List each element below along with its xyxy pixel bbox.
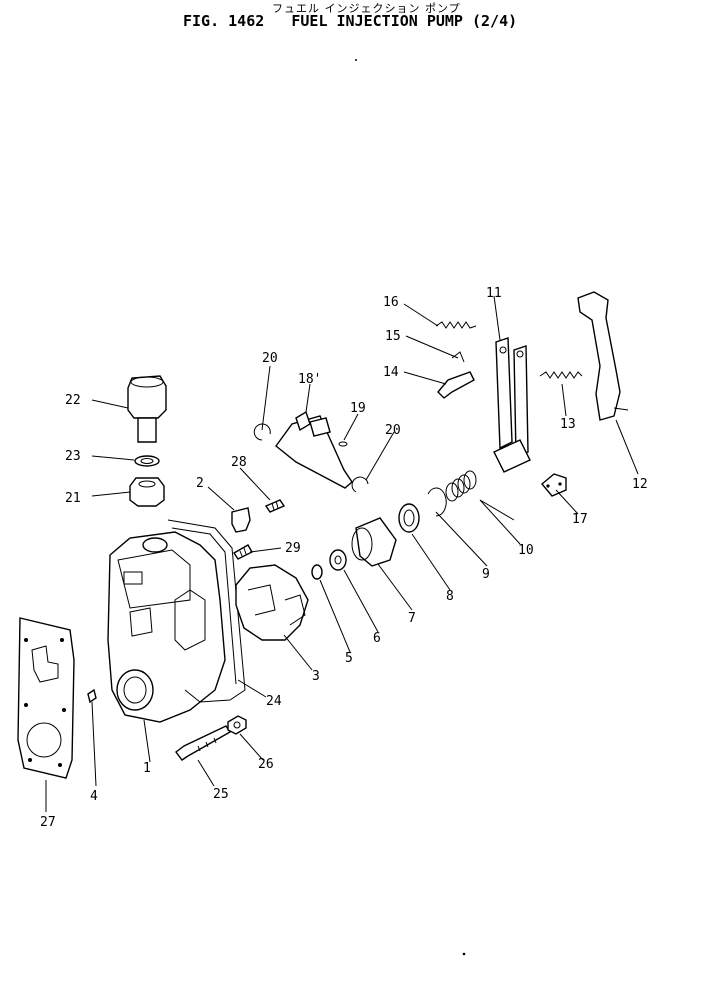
spring-13 (539, 371, 583, 379)
callout-22: 22 (65, 393, 81, 408)
lever-12 (577, 291, 629, 421)
callout-20-left: 20 (262, 351, 278, 366)
spring-16 (435, 321, 477, 329)
callout-12: 12 (632, 477, 648, 492)
washer-5 (311, 564, 323, 580)
callout-11: 11 (486, 286, 502, 301)
link-14 (437, 371, 475, 399)
scan-speck (462, 952, 466, 956)
leader-lines (45, 295, 639, 812)
callout-29: 29 (285, 541, 301, 556)
plate-17 (541, 473, 567, 497)
pin-4 (87, 688, 97, 704)
callout-9: 9 (482, 567, 490, 582)
lever-11 (493, 337, 531, 473)
washer-23 (134, 455, 160, 467)
figure-title: FIG. 1462 FUEL INJECTION PUMP (2/4) (183, 12, 518, 30)
snap-ring-20-left (253, 423, 271, 441)
callout-6: 6 (373, 631, 381, 646)
gasket-plate-27 (17, 617, 75, 779)
callout-5: 5 (345, 651, 353, 666)
bolt-25 (175, 725, 231, 761)
governor-weight-3 (235, 564, 309, 641)
callout-13: 13 (560, 417, 576, 432)
screw-29 (233, 544, 253, 560)
screw-28 (264, 499, 286, 513)
scan-speck (355, 59, 357, 61)
figure-subtitle-japanese: フュエル インジェクション ポンプ (272, 2, 461, 15)
bearing-8 (398, 503, 420, 533)
callout-18: 18' (298, 372, 321, 387)
adapter-21 (129, 477, 165, 507)
callout-20-right: 20 (385, 423, 401, 438)
pump-housing-1 (107, 531, 226, 723)
callout-23: 23 (65, 449, 81, 464)
callout-10: 10 (518, 543, 534, 558)
sleeve-7 (351, 517, 397, 567)
pin-19 (338, 441, 348, 447)
callout-7: 7 (408, 611, 416, 626)
shaft-18 (275, 410, 353, 489)
callout-14: 14 (383, 365, 399, 380)
callout-28: 28 (231, 455, 247, 470)
callout-15: 15 (385, 329, 401, 344)
bracket-2 (231, 507, 251, 533)
callout-3: 3 (312, 669, 320, 684)
callout-2: 2 (196, 476, 204, 491)
callout-26: 26 (258, 757, 274, 772)
callout-17: 17 (572, 512, 588, 527)
callout-25: 25 (213, 787, 229, 802)
callout-24: 24 (266, 694, 282, 709)
pin-15 (451, 351, 465, 363)
callout-8: 8 (446, 589, 454, 604)
figure-title-block: フュエル インジェクション ポンプ FIG. 1462 FUEL INJECTI… (0, 0, 704, 40)
callout-4: 4 (90, 789, 98, 804)
callout-16: 16 (383, 295, 399, 310)
snap-ring-9 (427, 487, 447, 517)
nut-6 (329, 549, 347, 571)
nut-26 (227, 715, 247, 735)
callout-1: 1 (143, 761, 151, 776)
cap-22 (127, 375, 167, 443)
callout-19: 19 (350, 401, 366, 416)
callout-21: 21 (65, 491, 81, 506)
gasket-24 (167, 519, 246, 703)
snap-ring-20-right (351, 476, 369, 493)
callout-27: 27 (40, 815, 56, 830)
spring-set-10 (445, 470, 477, 502)
